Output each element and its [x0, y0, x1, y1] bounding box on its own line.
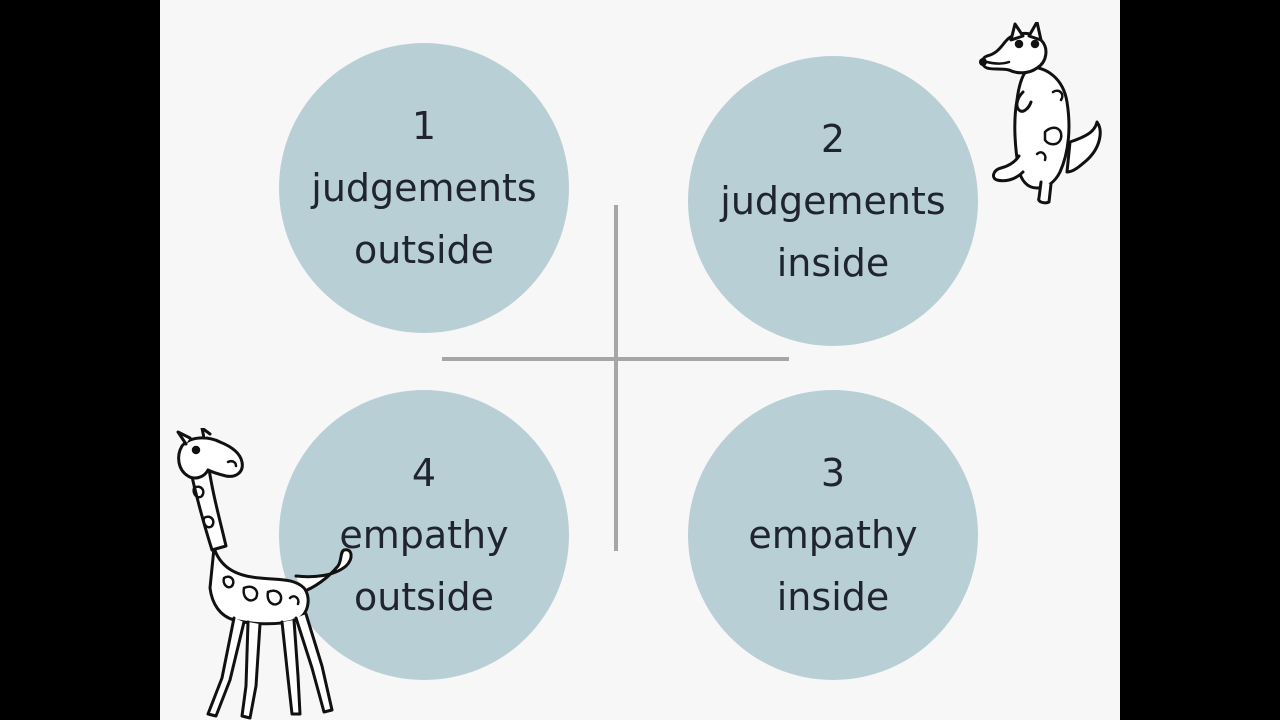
slide: 1 judgements outside 2 judgements inside…: [160, 0, 1120, 720]
quadrant-4-circle: 4 empathy outside: [279, 390, 569, 680]
quadrant-1-line1: judgements: [311, 166, 537, 210]
quadrant-2-circle: 2 judgements inside: [688, 56, 978, 346]
vertical-divider: [614, 205, 618, 551]
quadrant-1-number: 1: [411, 104, 437, 148]
quadrant-3-line1: empathy: [748, 513, 918, 557]
quadrant-4-line1: empathy: [339, 513, 509, 557]
quadrant-1-line2: outside: [353, 228, 495, 272]
quadrant-3-number: 3: [820, 451, 846, 495]
wolf-illustration: [979, 22, 1102, 205]
quadrant-3-circle: 3 empathy inside: [688, 390, 978, 680]
quadrant-2-line2: inside: [776, 241, 890, 285]
quadrant-3-line2: inside: [776, 575, 890, 619]
quadrant-2-line1: judgements: [720, 179, 946, 223]
quadrant-4-line2: outside: [353, 575, 495, 619]
giraffe-illustration: [176, 428, 353, 720]
quadrant-2-number: 2: [820, 117, 846, 161]
quadrant-4-number: 4: [411, 451, 437, 495]
quadrant-1-circle: 1 judgements outside: [279, 43, 569, 333]
